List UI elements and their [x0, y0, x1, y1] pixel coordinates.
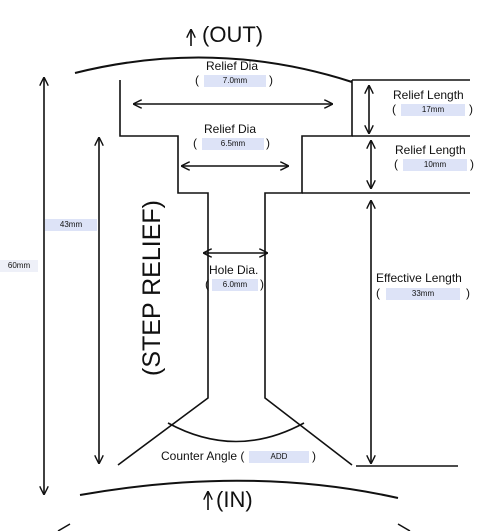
relief-length-top-label: Relief Length: [393, 88, 464, 102]
counter-angle-field[interactable]: ADD: [249, 451, 309, 463]
inner-length-field[interactable]: 43mm: [45, 219, 97, 231]
hole-dia-field[interactable]: 6.0mm: [212, 279, 258, 291]
effective-length-close-paren: ): [466, 286, 470, 300]
relief-dia-top-label: Relief Dia: [206, 59, 259, 73]
die-profile-left: [117, 80, 209, 466]
lower-partial-arc: [57, 523, 411, 531]
outlet-surface-arc: [74, 56, 353, 83]
relief-dia-inner-close-paren: ): [266, 136, 270, 150]
relief-dia-top-open-paren: (: [195, 73, 199, 87]
counter-angle-arc: [167, 422, 305, 443]
relief-length-mid-close-paren: ): [470, 157, 474, 171]
overall-length-field[interactable]: 60mm: [0, 260, 38, 272]
die-profile-right: [264, 80, 353, 466]
relief-dia-inner-open-paren: (: [193, 136, 197, 150]
relief-length-top-field[interactable]: 17mm: [401, 104, 465, 116]
effective-length-field[interactable]: 33mm: [386, 288, 460, 300]
effective-length-label: Effective Length: [376, 271, 462, 285]
step-relief-label: (STEP RELIEF): [138, 200, 166, 376]
inlet-surface-arc: [79, 479, 399, 499]
in-label: (IN): [216, 487, 253, 512]
hole-dia-open-paren: (: [205, 277, 209, 291]
counter-angle-close-paren: ): [312, 449, 316, 463]
relief-length-mid-field[interactable]: 10mm: [403, 159, 467, 171]
relief-length-top-close-paren: ): [469, 102, 473, 116]
hole-dia-label: Hole Dia.: [209, 263, 259, 277]
hole-dia-close-paren: ): [260, 277, 264, 291]
out-label: (OUT): [202, 22, 264, 47]
relief-length-mid-label: Relief Length: [395, 143, 466, 157]
relief-dia-top-close-paren: ): [269, 73, 273, 87]
relief-dia-inner-label: Relief Dia: [204, 122, 257, 136]
counter-angle-label: Counter Angle (: [161, 449, 245, 463]
relief-length-mid-open-paren: (: [394, 157, 398, 171]
relief-dia-inner-field[interactable]: 6.5mm: [202, 138, 264, 150]
effective-length-open-paren: (: [376, 286, 380, 300]
relief-dia-top-field[interactable]: 7.0mm: [204, 75, 266, 87]
relief-length-top-open-paren: (: [392, 102, 396, 116]
